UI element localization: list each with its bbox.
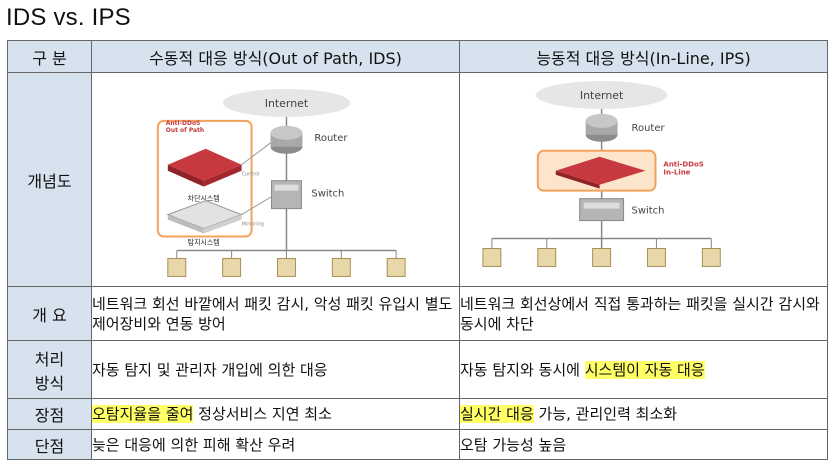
host-servers [482, 238, 721, 267]
control-label: Control [242, 172, 260, 178]
row-label-diagram: 개념도 [7, 71, 92, 288]
detect-device-label: 탐지시스템 [188, 238, 220, 247]
comparison-table: 구 분 수동적 대응 방식(Out of Path, IDS) 능동적 대응 방… [7, 40, 828, 461]
server-icon [482, 248, 502, 267]
pros-ips-text: 가능, 관리인력 최소화 [533, 405, 678, 424]
ids-router-label: Router [314, 133, 348, 144]
row-pros: 장점 오탐지율을 줄여 정상서비스 지연 최소 실시간 대응 가능, 관리인력 … [7, 398, 828, 431]
mirroring-label: Mirroring [242, 222, 264, 228]
row-overview: 개 요 네트워크 회선 바깥에서 패킷 감시, 악성 패킷 유입시 별도 제어장… [7, 286, 828, 342]
overview-ips: 네트워크 회선상에서 직접 통과하는 패킷을 실시간 감시와 동시에 차단 [459, 286, 828, 342]
row-cons: 단점 늦은 대응에 의한 피해 확산 우려 오탐 가능성 높음 [7, 429, 828, 461]
processing-ids: 자동 탐지 및 관리자 개입에 의한 대응 [91, 340, 460, 400]
header-ips: 능동적 대응 방식(In-Line, IPS) [459, 40, 828, 73]
server-icon [537, 248, 557, 267]
server-icon [276, 257, 296, 277]
processing-ips-text: 자동 탐지와 동시에 [460, 360, 585, 379]
ips-diagram-cell: Internet Router Anti-DDoS In-Line Switch [459, 71, 828, 288]
header-ids: 수동적 대응 방식(Out of Path, IDS) [91, 40, 460, 73]
row-processing: 처리 방식 자동 탐지 및 관리자 개입에 의한 대응 자동 탐지와 동시에 시… [7, 340, 828, 400]
host-servers [167, 250, 406, 277]
ips-internet-label: Internet [580, 89, 624, 102]
header-category: 구 분 [7, 40, 92, 73]
detect-device-icon [166, 200, 244, 230]
processing-ips-highlight: 시스템이 자동 대응 [584, 360, 705, 379]
table-header-row: 구 분 수동적 대응 방식(Out of Path, IDS) 능동적 대응 방… [7, 40, 828, 73]
pros-ids: 오탐지율을 줄여 정상서비스 지연 최소 [91, 398, 460, 431]
server-icon [592, 248, 612, 267]
block-device-label: 차단시스템 [188, 194, 220, 203]
ids-ddos-label-1: Anti-DDoS [166, 120, 201, 127]
pros-ids-text: 정상서비스 지연 최소 [193, 405, 332, 424]
pros-ips-highlight: 실시간 대응 [460, 405, 534, 424]
ips-ddos-label-1: Anti-DDoS [663, 161, 703, 169]
row-diagram: 개념도 Internet Router Switch Anti-DDoS [7, 71, 828, 288]
ips-network-diagram: Internet Router Anti-DDoS In-Line Switch [482, 80, 721, 267]
processing-label-line1: 처리 [34, 349, 65, 369]
row-label-processing: 처리 방식 [7, 340, 92, 400]
block-device-icon [167, 148, 242, 181]
internet-cloud-icon [222, 88, 351, 117]
cons-ids: 늦은 대응에 의한 피해 확산 우려 [91, 429, 460, 461]
row-label-pros: 장점 [7, 398, 92, 431]
switch-icon [579, 198, 625, 222]
ips-router-label: Router [632, 123, 666, 134]
ids-diagram-cell: Internet Router Switch Anti-DDoS Out of … [91, 71, 460, 288]
processing-ips: 자동 탐지와 동시에 시스템이 자동 대응 [459, 340, 828, 400]
pros-ids-highlight: 오탐지율을 줄여 [92, 405, 194, 424]
server-icon [701, 248, 721, 267]
server-icon [222, 257, 242, 277]
ips-ddos-device-icon [555, 156, 646, 185]
ips-ddos-label-2: In-Line [663, 169, 690, 177]
overview-ids: 네트워크 회선 바깥에서 패킷 감시, 악성 패킷 유입시 별도 제어장비와 연… [91, 286, 460, 342]
row-label-overview: 개 요 [7, 286, 92, 342]
ids-ddos-label-2: Out of Path [166, 127, 204, 134]
server-icon [331, 257, 351, 277]
processing-label-line2: 방식 [34, 373, 65, 393]
ids-network-diagram: Internet Router Switch Anti-DDoS Out of … [156, 88, 406, 277]
server-icon [167, 257, 187, 277]
ips-switch-label: Switch [632, 206, 665, 217]
server-icon [646, 248, 666, 267]
server-icon [386, 257, 406, 277]
ids-internet-label: Internet [265, 97, 309, 110]
internet-cloud-icon [535, 80, 668, 109]
page-title: IDS vs. IPS [6, 4, 131, 31]
ids-switch-label: Switch [311, 189, 344, 200]
cons-ips: 오탐 가능성 높음 [459, 429, 828, 461]
pros-ips: 실시간 대응 가능, 관리인력 최소화 [459, 398, 828, 431]
row-label-cons: 단점 [7, 429, 92, 461]
ids-out-of-path-box [156, 119, 253, 238]
